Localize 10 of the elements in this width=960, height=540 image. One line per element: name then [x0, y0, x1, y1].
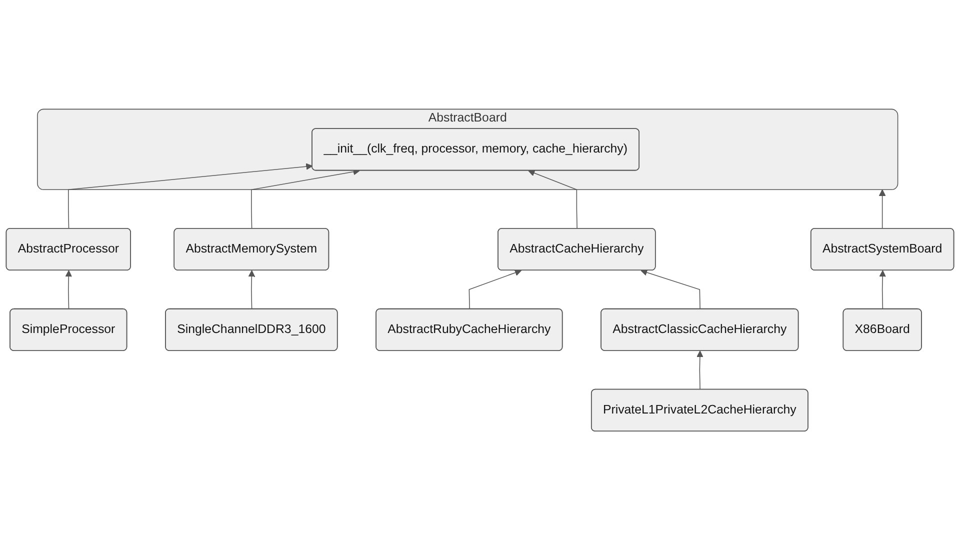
arrow: [640, 269, 700, 310]
arrow: [878, 189, 886, 229]
arrow: [879, 270, 886, 310]
arrow: [65, 270, 72, 310]
arrow: [468, 269, 522, 310]
arrow: [251, 168, 360, 229]
arrow: [528, 170, 578, 229]
arrow: [248, 270, 256, 310]
arrow: [68, 163, 313, 229]
arrow: [696, 350, 704, 390]
